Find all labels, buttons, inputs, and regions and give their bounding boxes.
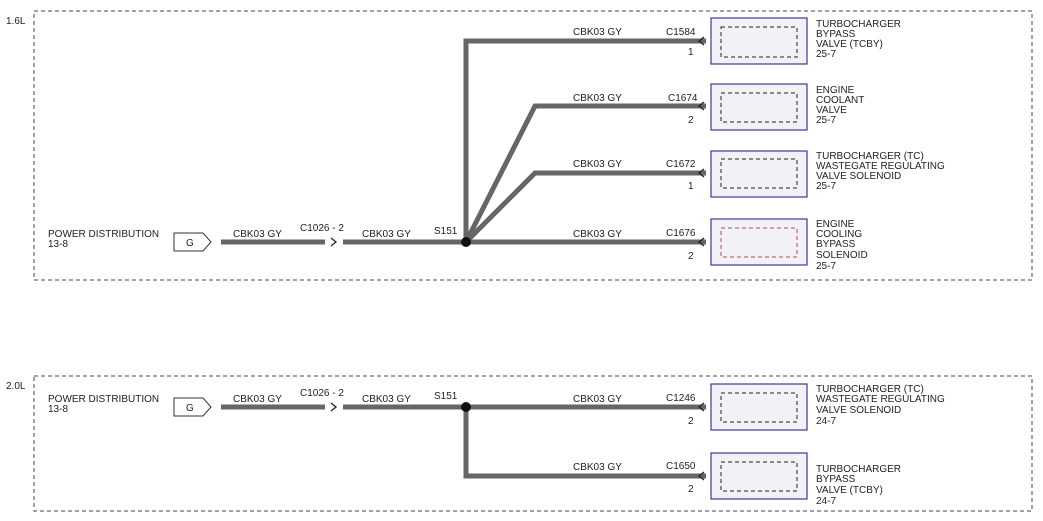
svg-text:VALVE: VALVE xyxy=(816,105,847,116)
source-name: POWER DISTRIBUTION xyxy=(48,229,159,240)
component-inner-outline xyxy=(720,227,798,258)
branch-wire-c1674[interactable] xyxy=(463,103,706,244)
component-box-tcby[interactable] xyxy=(710,17,808,65)
branch-wire-label: CBK03 GY xyxy=(573,27,622,38)
svg-text:TURBOCHARGER (TC): TURBOCHARGER (TC) xyxy=(816,384,924,395)
svg-text:TURBOCHARGER: TURBOCHARGER xyxy=(816,19,901,30)
svg-text:TURBOCHARGER (TC): TURBOCHARGER (TC) xyxy=(816,151,924,162)
branch-connector-label: C1246 xyxy=(666,393,696,404)
source-tag-label: G xyxy=(186,403,194,414)
inline-connector-symbol xyxy=(330,237,338,247)
svg-text:COOLANT: COOLANT xyxy=(816,95,864,106)
svg-text:COOLING: COOLING xyxy=(816,229,862,240)
component-box-wastegate[interactable] xyxy=(710,383,808,431)
splice-label: S151 xyxy=(434,391,458,402)
component-inner-outline xyxy=(720,92,798,123)
svg-text:BYPASS: BYPASS xyxy=(816,474,856,485)
branch-wire-c1584[interactable] xyxy=(463,38,706,242)
branch-connector-label: C1650 xyxy=(666,461,696,472)
branch-connector-label: C1674 xyxy=(668,93,698,104)
branch-wire-label: CBK03 GY xyxy=(573,229,622,240)
inline-connector-label: C1026 - 2 xyxy=(300,223,344,234)
component-inner-outline xyxy=(720,26,798,58)
connector-arrow-icon xyxy=(697,471,705,481)
connector-arrow-icon xyxy=(697,237,705,247)
source-name: POWER DISTRIBUTION xyxy=(48,394,159,405)
svg-text:VALVE (TCBY): VALVE (TCBY) xyxy=(816,485,883,496)
branch-wire-label: CBK03 GY xyxy=(573,159,622,170)
component-label-tcby: TURBOCHARGER BYPASS VALVE (TCBY) 24-7 xyxy=(816,464,901,507)
branch-pin-label: 1 xyxy=(688,47,694,58)
svg-text:24-7: 24-7 xyxy=(816,416,836,427)
svg-text:BYPASS: BYPASS xyxy=(816,239,856,250)
branch-connector-label: C1584 xyxy=(666,27,696,38)
component-label-cooling-bypass: ENGINE COOLING BYPASS SOLENOID 25-7 xyxy=(816,219,868,272)
power-source-tag[interactable] xyxy=(173,232,212,252)
svg-text:ENGINE: ENGINE xyxy=(816,219,855,230)
svg-text:WASTEGATE REGULATING: WASTEGATE REGULATING xyxy=(816,394,945,405)
svg-text:25-7: 25-7 xyxy=(816,49,836,60)
source-tag-label: G xyxy=(186,238,194,249)
svg-text:24-7: 24-7 xyxy=(816,496,836,507)
splice-label: S151 xyxy=(434,226,458,237)
panel-2-0l: 2.0L POWER DISTRIBUTION 13-8 G CBK03 GY … xyxy=(6,375,1033,512)
connector-arrow-icon xyxy=(697,101,705,111)
inline-connector-symbol xyxy=(330,402,338,412)
branch-pin-label: 2 xyxy=(688,484,694,495)
panel-label: 1.6L xyxy=(6,16,26,27)
component-box-coolant-valve[interactable] xyxy=(710,83,808,131)
wire-label-mid: CBK03 GY xyxy=(362,394,411,405)
svg-text:ENGINE: ENGINE xyxy=(816,85,855,96)
branch-wire-label: CBK03 GY xyxy=(573,462,622,473)
svg-text:25-7: 25-7 xyxy=(816,115,836,126)
branch-wire-c1672[interactable] xyxy=(464,170,706,244)
svg-text:VALVE SOLENOID: VALVE SOLENOID xyxy=(816,405,901,416)
connector-arrow-icon xyxy=(697,36,705,46)
svg-text:WASTEGATE REGULATING: WASTEGATE REGULATING xyxy=(816,161,945,172)
branch-pin-label: 2 xyxy=(688,115,694,126)
component-box-tcby[interactable] xyxy=(710,452,808,500)
svg-text:25-7: 25-7 xyxy=(816,181,836,192)
wire-label-left: CBK03 GY xyxy=(233,394,282,405)
branch-connector-label: C1676 xyxy=(666,228,696,239)
wire-label-left: CBK03 GY xyxy=(233,229,282,240)
svg-text:SOLENOID: SOLENOID xyxy=(816,250,868,261)
branch-wire-label: CBK03 GY xyxy=(573,394,622,405)
component-label-wastegate: TURBOCHARGER (TC) WASTEGATE REGULATING V… xyxy=(816,151,945,192)
component-inner-outline xyxy=(720,461,798,492)
svg-text:TURBOCHARGER: TURBOCHARGER xyxy=(816,464,901,475)
connector-arrow-icon xyxy=(697,168,705,178)
splice-node-s151[interactable] xyxy=(461,237,471,247)
branch-pin-label: 2 xyxy=(688,251,694,262)
panel-frame xyxy=(33,10,1033,281)
panel-1-6l: 1.6L POWER DISTRIBUTION 13-8 G CBK03 GY … xyxy=(6,10,1033,281)
svg-text:25-7: 25-7 xyxy=(816,261,836,272)
splice-node-s151[interactable] xyxy=(461,402,471,412)
component-label-wastegate: TURBOCHARGER (TC) WASTEGATE REGULATING V… xyxy=(816,384,945,427)
panel-frame xyxy=(33,375,1033,512)
branch-pin-label: 2 xyxy=(688,416,694,427)
branch-wire-label: CBK03 GY xyxy=(573,93,622,104)
component-box-wastegate[interactable] xyxy=(710,150,808,198)
source-ref: 13-8 xyxy=(48,239,68,250)
svg-text:VALVE (TCBY): VALVE (TCBY) xyxy=(816,39,883,50)
branch-connector-label: C1672 xyxy=(666,159,696,170)
branch-wire-c1650[interactable] xyxy=(463,407,706,479)
wire-label-mid: CBK03 GY xyxy=(362,229,411,240)
branch-pin-label: 1 xyxy=(688,181,694,192)
component-inner-outline xyxy=(720,158,798,189)
component-box-cooling-bypass[interactable] xyxy=(710,218,808,266)
panel-label: 2.0L xyxy=(6,381,26,392)
source-ref: 13-8 xyxy=(48,404,68,415)
component-inner-outline xyxy=(720,392,798,423)
svg-text:VALVE SOLENOID: VALVE SOLENOID xyxy=(816,171,901,182)
connector-arrow-icon xyxy=(697,402,705,412)
component-label-coolant-valve: ENGINE COOLANT VALVE 25-7 xyxy=(816,85,864,126)
power-source-tag[interactable] xyxy=(173,397,212,417)
inline-connector-label: C1026 - 2 xyxy=(300,388,344,399)
svg-text:BYPASS: BYPASS xyxy=(816,29,856,40)
component-label-tcby: TURBOCHARGER BYPASS VALVE (TCBY) 25-7 xyxy=(816,19,901,60)
